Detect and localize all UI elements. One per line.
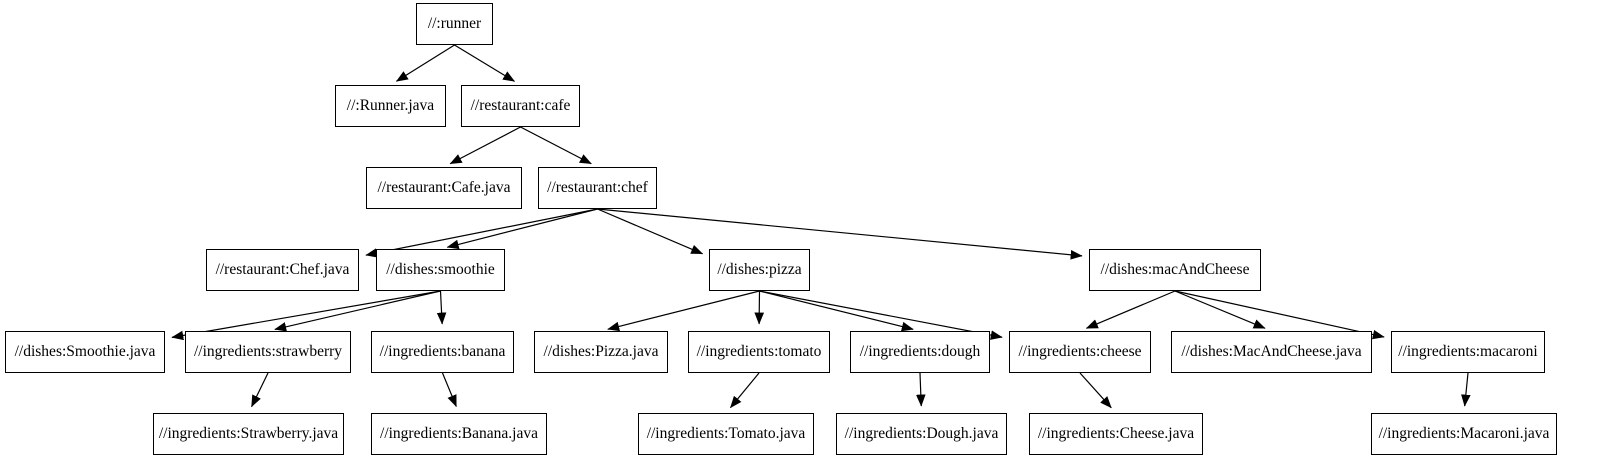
graph-node-ing-cheese-java[interactable]: //ingredients:Cheese.java [1029, 413, 1203, 455]
graph-node-label: //dishes:macAndCheese [1100, 261, 1250, 279]
graph-node-label: //:Runner.java [346, 97, 435, 115]
graph-node-label: //dishes:Smoothie.java [14, 343, 156, 361]
graph-node-label: //ingredients:cheese [1018, 343, 1142, 361]
graph-node-restaurant-cafe[interactable]: //restaurant:cafe [461, 85, 580, 127]
graph-node-label: //ingredients:Banana.java [380, 425, 538, 443]
graph-node-dishes-macandcheese[interactable]: //dishes:macAndCheese [1089, 249, 1261, 291]
graph-node-label: //ingredients:Tomato.java [646, 425, 806, 443]
graph-node-dishes-smoothie-java[interactable]: //dishes:Smoothie.java [5, 331, 165, 373]
graph-node-ing-cheese[interactable]: //ingredients:cheese [1009, 331, 1151, 373]
graph-node-label: //ingredients:tomato [696, 343, 822, 361]
graph-node-label: //ingredients:banana [379, 343, 506, 361]
graph-node-label: //ingredients:macaroni [1398, 343, 1538, 361]
graph-node-dishes-pizza-java[interactable]: //dishes:Pizza.java [534, 331, 668, 373]
graph-node-ing-tomato-java[interactable]: //ingredients:Tomato.java [638, 413, 814, 455]
graph-node-label: //dishes:MacAndCheese.java [1181, 343, 1362, 361]
graph-node-label: //:runner [427, 15, 482, 33]
graph-node-dishes-macandcheese-java[interactable]: //dishes:MacAndCheese.java [1171, 331, 1372, 373]
graph-node-label: //ingredients:strawberry [193, 343, 343, 361]
graph-node-runner-java[interactable]: //:Runner.java [335, 85, 446, 127]
graph-node-ing-dough-java[interactable]: //ingredients:Dough.java [836, 413, 1007, 455]
graph-node-ing-banana-java[interactable]: //ingredients:Banana.java [371, 413, 547, 455]
graph-node-label: //dishes:Pizza.java [543, 343, 659, 361]
graph-node-label: //restaurant:Chef.java [215, 261, 350, 279]
graph-node-label: //dishes:pizza [717, 261, 802, 279]
graph-node-ing-strawberry[interactable]: //ingredients:strawberry [185, 331, 351, 373]
graph-node-label: //ingredients:Strawberry.java [158, 425, 339, 443]
graph-node-label: //restaurant:chef [547, 179, 648, 197]
graph-node-label: //ingredients:Macaroni.java [1378, 425, 1550, 443]
graph-node-label: //dishes:smoothie [386, 261, 495, 279]
graph-node-label: //ingredients:dough [859, 343, 981, 361]
graph-node-ing-strawberry-java[interactable]: //ingredients:Strawberry.java [153, 413, 344, 455]
graph-node-ing-macaroni[interactable]: //ingredients:macaroni [1391, 331, 1545, 373]
graph-node-ing-tomato[interactable]: //ingredients:tomato [688, 331, 830, 373]
graph-node-restaurant-chef-java[interactable]: //restaurant:Chef.java [206, 249, 359, 291]
graph-node-dishes-smoothie[interactable]: //dishes:smoothie [376, 249, 505, 291]
graph-node-label: //ingredients:Cheese.java [1037, 425, 1195, 443]
graph-node-label: //restaurant:cafe [470, 97, 571, 115]
graph-node-restaurant-cafe-java[interactable]: //restaurant:Cafe.java [366, 167, 522, 209]
graph-node-label: //restaurant:Cafe.java [377, 179, 511, 197]
graph-node-runner[interactable]: //:runner [416, 3, 493, 45]
graph-node-ing-banana[interactable]: //ingredients:banana [371, 331, 514, 373]
graph-node-ing-macaroni-java[interactable]: //ingredients:Macaroni.java [1371, 413, 1557, 455]
graph-node-label: //ingredients:Dough.java [844, 425, 999, 443]
graph-node-dishes-pizza[interactable]: //dishes:pizza [709, 249, 810, 291]
graph-node-restaurant-chef[interactable]: //restaurant:chef [538, 167, 657, 209]
graph-node-ing-dough[interactable]: //ingredients:dough [850, 331, 990, 373]
